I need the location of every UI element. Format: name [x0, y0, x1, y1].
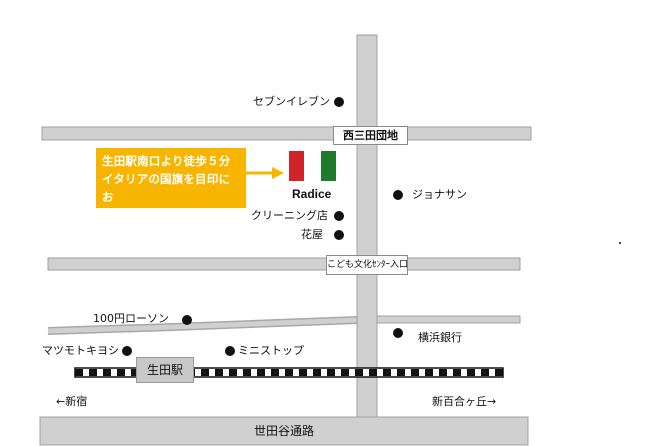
matsumoto-label: マツモトキヨシ: [42, 344, 119, 357]
main-vertical-road: [356, 34, 378, 418]
east-direction-label: 新百合ヶ丘→: [432, 395, 497, 408]
seven-eleven-label: セブンイレブン: [253, 95, 330, 108]
lawson-dot: [182, 315, 192, 325]
stray-dot: [619, 242, 621, 244]
flag-green: [321, 151, 336, 181]
yokohama-bank-label: 横浜銀行: [418, 331, 462, 344]
cleaning-dot: [334, 211, 344, 221]
ministop-dot: [225, 346, 235, 356]
bottom-road: [39, 416, 529, 446]
cleaning-label: クリーニング店: [251, 209, 328, 222]
jonathan-dot: [393, 190, 403, 200]
curved-road-inner: [47, 317, 359, 334]
intersection-north-label: 西三田団地: [333, 126, 408, 145]
west-direction-label: ←新宿: [56, 395, 88, 408]
florist-label: 花屋: [301, 228, 323, 241]
flag-red: [289, 151, 304, 181]
top-road: [41, 126, 532, 141]
matsumoto-dot: [122, 346, 132, 356]
florist-dot: [334, 230, 344, 240]
east-branch-road: [374, 315, 521, 324]
jonathan-label: ジョナサン: [412, 188, 467, 201]
ikuta-station: 生田駅: [136, 357, 194, 383]
callout-arrow-head: [272, 167, 284, 179]
bottom-road-label: 世田谷通路: [253, 424, 314, 438]
seven-eleven-dot: [334, 97, 344, 107]
ministop-label: ミニストップ: [238, 344, 304, 357]
lawson-label: 100円ローソン: [93, 312, 169, 325]
yokohama-bank-dot: [393, 328, 403, 338]
middle-road: [47, 257, 521, 271]
intersection-middle-label: こども文化ｾﾝﾀｰ入口: [326, 255, 408, 275]
store-name: Radice: [292, 187, 332, 201]
directions-callout: 生田駅南口より徒歩５分 イタリアの国旗を目印にお 越しください。: [96, 148, 246, 222]
